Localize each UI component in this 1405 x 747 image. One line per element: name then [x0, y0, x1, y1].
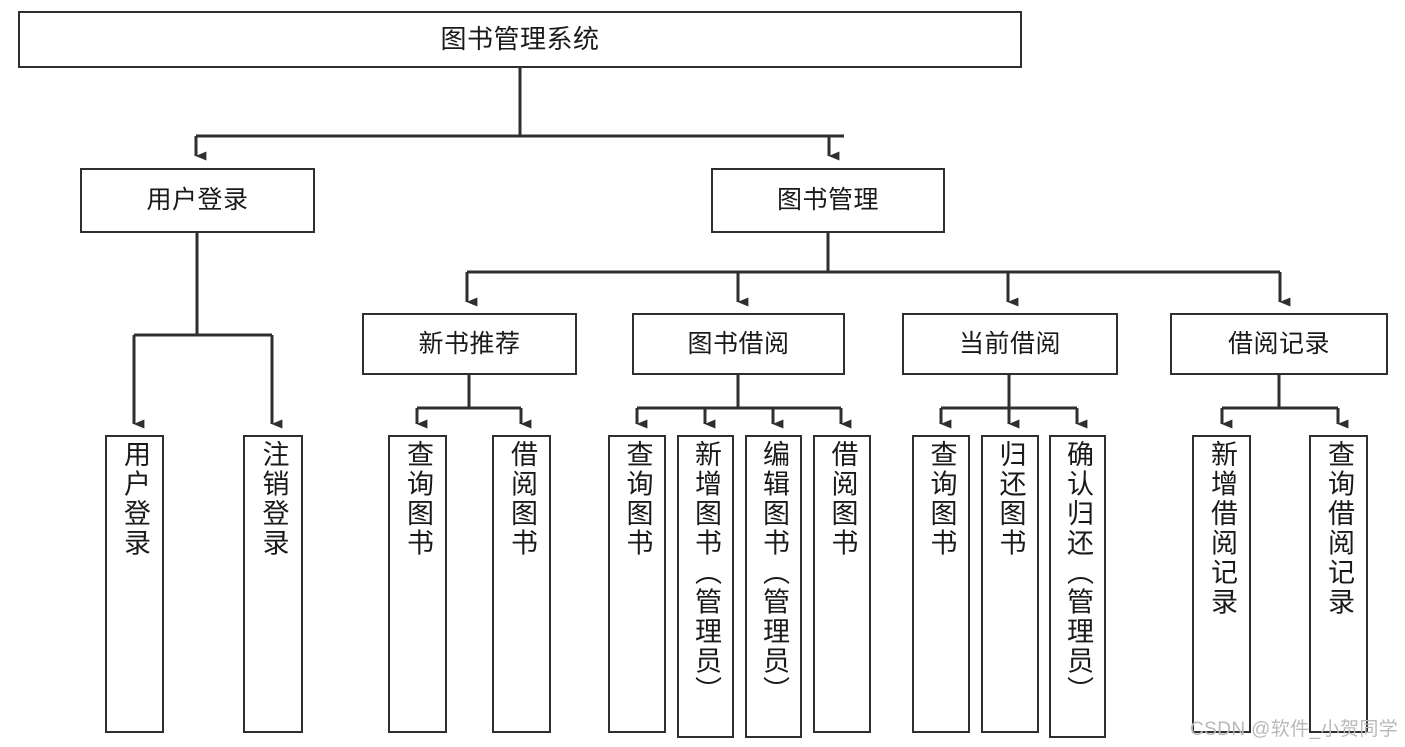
- node-new-book-recommend-label: 新书推荐: [418, 329, 521, 358]
- leaf-edit-book-admin-label: 编辑图书（管理员）: [759, 440, 789, 706]
- leaf-return-book[interactable]: 归还图书: [981, 435, 1039, 733]
- node-root-label: 图书管理系统: [440, 23, 600, 54]
- node-root[interactable]: 图书管理系统: [18, 11, 1022, 68]
- node-book-borrow[interactable]: 图书借阅: [632, 313, 845, 375]
- node-user-login-label: 用户登录: [146, 186, 249, 215]
- leaf-query-book-borrow-label: 查询图书: [622, 440, 653, 558]
- leaf-query-book-current-label: 查询图书: [926, 440, 957, 558]
- leaf-query-borrow-record-label: 查询借阅记录: [1324, 440, 1354, 617]
- leaf-borrow-book-recommend-label: 借阅图书: [507, 440, 537, 558]
- node-new-book-recommend[interactable]: 新书推荐: [362, 313, 577, 375]
- leaf-return-book-label: 归还图书: [995, 440, 1026, 558]
- leaf-query-book-recommend-label: 查询图书: [403, 440, 433, 558]
- leaf-user-login[interactable]: 用户登录: [105, 435, 164, 733]
- leaf-confirm-return-admin[interactable]: 确认归还（管理员）: [1049, 435, 1106, 738]
- leaf-query-borrow-record[interactable]: 查询借阅记录: [1309, 435, 1368, 733]
- leaf-borrow-book[interactable]: 借阅图书: [813, 435, 871, 733]
- leaf-add-borrow-record[interactable]: 新增借阅记录: [1192, 435, 1251, 733]
- leaf-add-book-admin[interactable]: 新增图书（管理员）: [677, 435, 734, 738]
- leaf-confirm-return-admin-label: 确认归还（管理员）: [1063, 440, 1093, 706]
- node-current-borrow[interactable]: 当前借阅: [902, 313, 1118, 375]
- leaf-logout-label: 注销登录: [258, 440, 289, 558]
- node-book-borrow-label: 图书借阅: [687, 329, 790, 358]
- node-borrow-records[interactable]: 借阅记录: [1170, 313, 1388, 375]
- leaf-borrow-book-recommend[interactable]: 借阅图书: [492, 435, 551, 733]
- leaf-query-book-current[interactable]: 查询图书: [912, 435, 970, 733]
- leaf-query-book-borrow[interactable]: 查询图书: [608, 435, 666, 733]
- leaf-logout[interactable]: 注销登录: [243, 435, 303, 733]
- node-current-borrow-label: 当前借阅: [958, 329, 1061, 358]
- leaf-user-login-label: 用户登录: [120, 440, 150, 558]
- csdn-watermark: CSDN @软件_小贺同学: [1190, 719, 1399, 740]
- node-borrow-records-label: 借阅记录: [1227, 329, 1330, 358]
- leaf-add-borrow-record-label: 新增借阅记录: [1207, 440, 1237, 617]
- node-user-login[interactable]: 用户登录: [80, 168, 315, 233]
- node-book-management-label: 图书管理: [776, 186, 879, 215]
- leaf-borrow-book-label: 借阅图书: [827, 440, 858, 558]
- leaf-query-book-recommend[interactable]: 查询图书: [388, 435, 447, 733]
- leaf-add-book-admin-label: 新增图书（管理员）: [691, 440, 721, 706]
- node-book-management[interactable]: 图书管理: [711, 168, 945, 233]
- leaf-edit-book-admin[interactable]: 编辑图书（管理员）: [745, 435, 802, 738]
